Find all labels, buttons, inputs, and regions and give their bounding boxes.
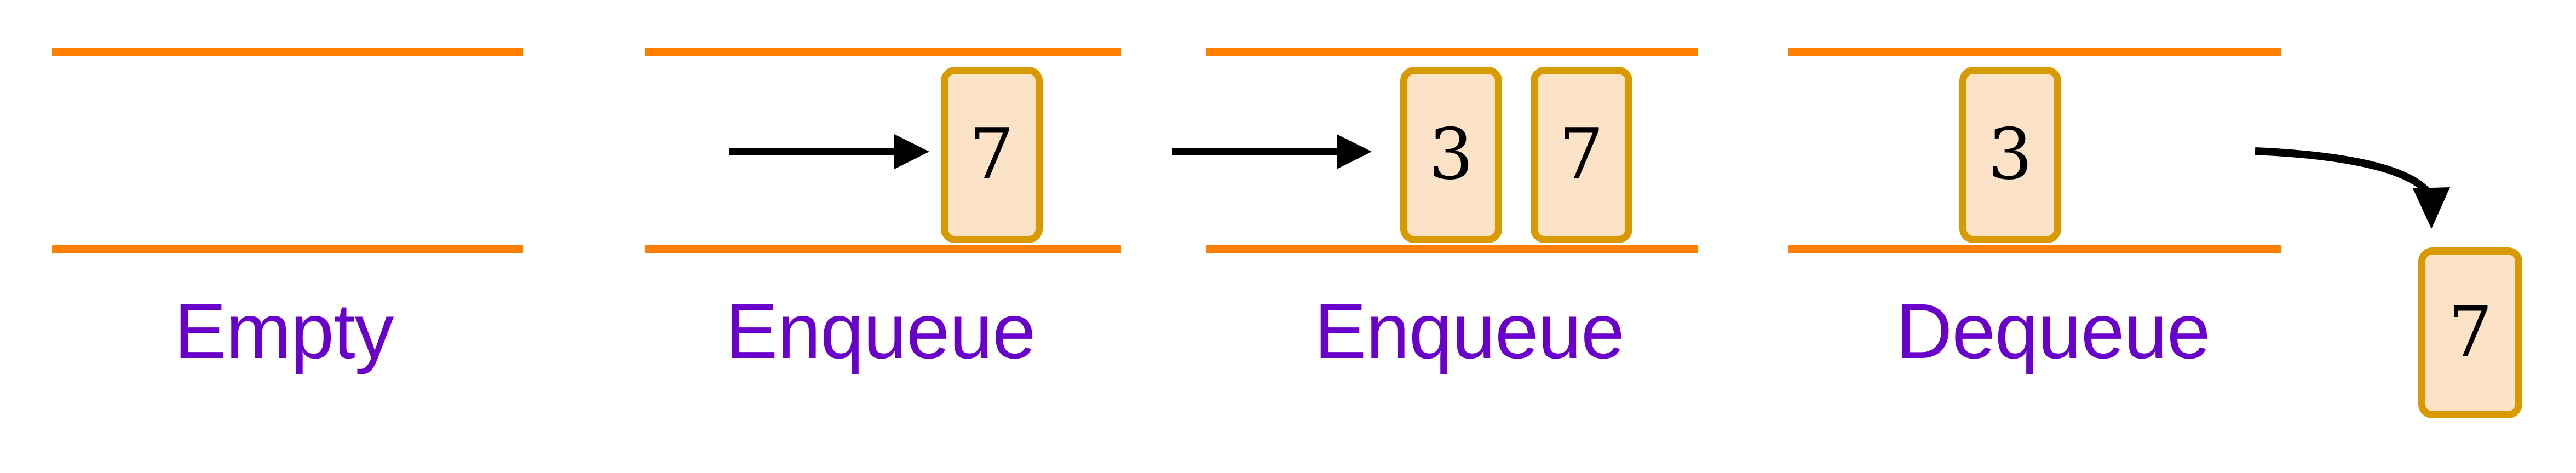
queue-item: 3 bbox=[1959, 67, 2061, 243]
queue-rail-bottom bbox=[52, 245, 523, 253]
queue-rail-top bbox=[1788, 48, 2281, 56]
queue-rail-bottom bbox=[1206, 245, 1698, 253]
dequeue-arrow bbox=[2255, 147, 2450, 229]
panel-caption: Dequeue bbox=[1896, 288, 2210, 375]
enqueue-arrow-7 bbox=[729, 134, 929, 169]
queue-item-value: 7 bbox=[969, 114, 1014, 195]
dequeued-item-value: 7 bbox=[2448, 292, 2493, 373]
queue-rail-bottom bbox=[645, 245, 1121, 253]
queue-rail-top bbox=[1206, 48, 1698, 56]
enqueue-arrow-3 bbox=[1172, 134, 1372, 169]
queue-rail-top bbox=[645, 48, 1121, 56]
queue-item: 7 bbox=[1531, 67, 1632, 243]
arrow-head bbox=[894, 134, 929, 169]
panel-caption: Enqueue bbox=[726, 288, 1036, 375]
queue-item-value: 7 bbox=[1559, 114, 1604, 195]
queue-rail-bottom bbox=[1788, 245, 2281, 253]
panel-caption: Empty bbox=[174, 288, 394, 375]
dequeued-item: 7 bbox=[2418, 247, 2522, 418]
queue-item-value: 3 bbox=[1429, 114, 1474, 195]
panel-caption: Enqueue bbox=[1314, 288, 1625, 375]
queue-rail-top bbox=[52, 48, 523, 56]
arrow-head bbox=[2413, 187, 2450, 229]
arrow-shaft bbox=[2255, 147, 2433, 198]
arrow-head bbox=[1337, 134, 1372, 169]
queue-item: 3 bbox=[1400, 67, 1502, 243]
queue-item-value: 3 bbox=[1988, 114, 2033, 195]
queue-item: 7 bbox=[941, 67, 1043, 243]
